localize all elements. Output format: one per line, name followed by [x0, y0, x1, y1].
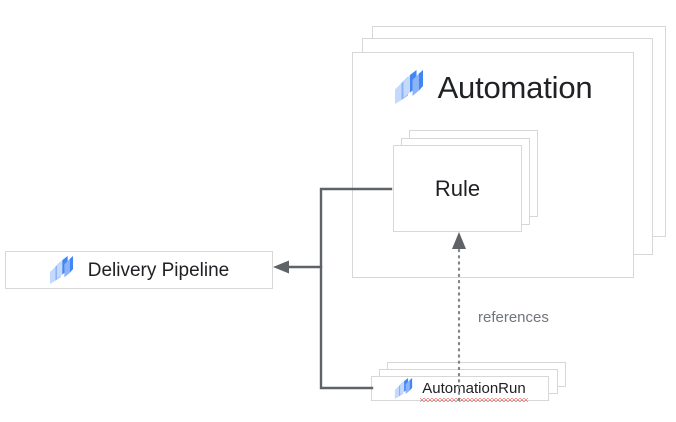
arrowhead-left-icon: [273, 260, 289, 274]
automationrun-label: AutomationRun: [420, 380, 529, 402]
automation-title: Automation: [376, 64, 610, 110]
automationrun-card-layer-front[interactable]: AutomationRun: [371, 376, 549, 402]
rule-label: Rule: [434, 175, 481, 201]
cloud-deploy-icon: [49, 256, 73, 284]
rule-card-layer-front[interactable]: Rule: [393, 145, 522, 232]
edge-label-references: references: [478, 309, 549, 326]
delivery-pipeline-node[interactable]: Delivery Pipeline: [5, 251, 273, 289]
automation-title-label: Automation: [437, 69, 593, 105]
delivery-pipeline-label: Delivery Pipeline: [87, 259, 230, 281]
cloud-deploy-icon: [395, 378, 413, 399]
cloud-deploy-icon: [394, 70, 423, 104]
